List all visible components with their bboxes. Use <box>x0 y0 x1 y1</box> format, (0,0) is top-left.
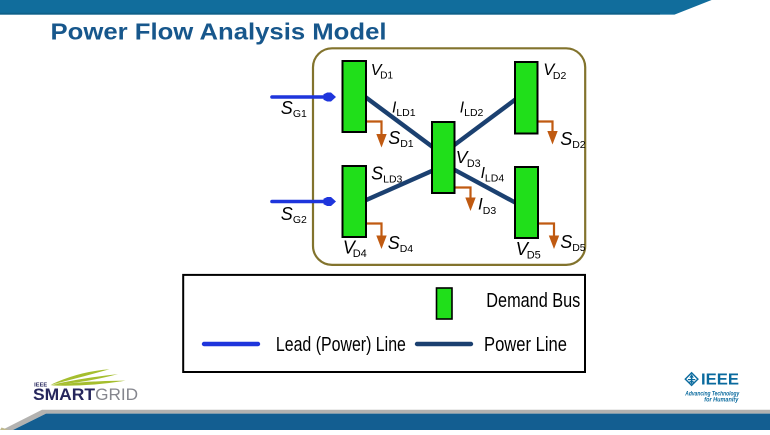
svg-text:SG1: SG1 <box>281 98 307 120</box>
svg-text:IEEE: IEEE <box>34 382 48 388</box>
svg-text:ILD2: ILD2 <box>460 99 484 119</box>
svg-text:Demand Bus: Demand Bus <box>486 290 580 312</box>
svg-text:SD2: SD2 <box>560 129 586 151</box>
svg-text:ILD1: ILD1 <box>392 99 416 119</box>
svg-text:IEEE: IEEE <box>701 372 739 389</box>
svg-text:VD3: VD3 <box>456 147 481 170</box>
svg-text:Lead (Power) Line: Lead (Power) Line <box>276 334 406 356</box>
svg-text:SG2: SG2 <box>281 204 307 226</box>
svg-text:VD5: VD5 <box>516 238 541 262</box>
svg-text:VD2: VD2 <box>543 61 566 82</box>
svg-text:for Humanity: for Humanity <box>704 397 738 404</box>
svg-text:Power Flow Analysis Model: Power Flow Analysis Model <box>51 19 387 45</box>
svg-text:GRID: GRID <box>95 386 138 404</box>
svg-text:Advancing Technology: Advancing Technology <box>685 390 740 397</box>
svg-text:VD4: VD4 <box>343 237 367 260</box>
svg-text:SD5: SD5 <box>560 232 586 254</box>
svg-text:VD1: VD1 <box>371 62 394 82</box>
svg-text:SMART: SMART <box>33 386 95 404</box>
svg-text:ILD4: ILD4 <box>481 165 505 185</box>
svg-text:ID3: ID3 <box>478 195 496 217</box>
svg-text:SLD3: SLD3 <box>371 163 402 185</box>
svg-text:Power Line: Power Line <box>484 334 567 356</box>
svg-text:SD4: SD4 <box>388 233 414 255</box>
